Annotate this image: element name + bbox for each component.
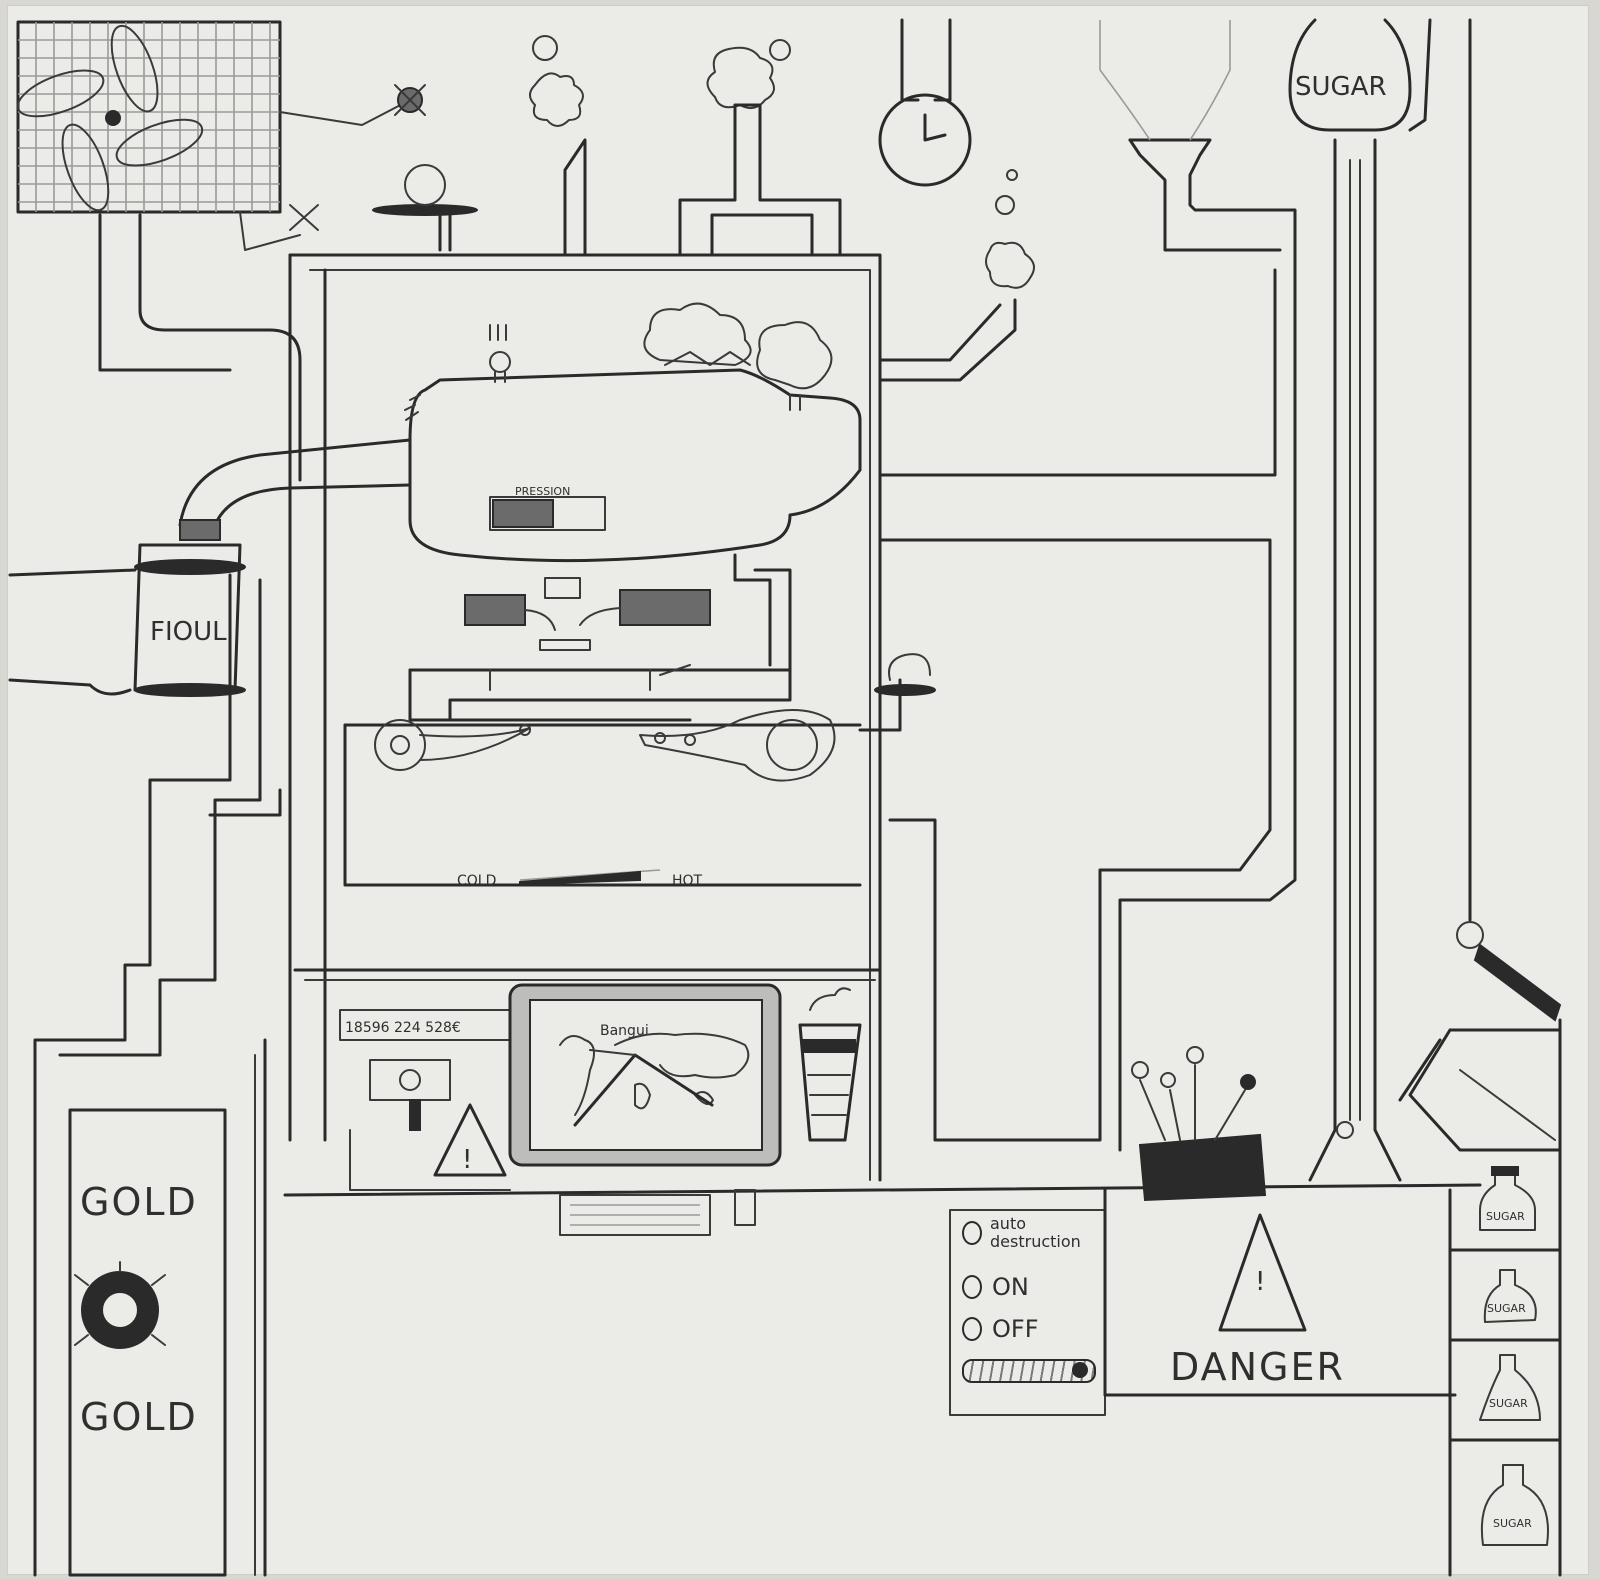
lever-pot xyxy=(1131,1046,1267,1202)
pudding-meter xyxy=(798,987,862,1142)
danger-label: DANGER xyxy=(1170,1345,1345,1389)
auto-destruction-label: auto destruction xyxy=(990,1214,1081,1251)
stair-walls xyxy=(33,268,327,1577)
on-option[interactable]: ON xyxy=(962,1273,1102,1301)
svg-text:!: ! xyxy=(1255,1267,1265,1297)
pressure-label: PRESSION xyxy=(515,485,570,498)
counter-readout: 18596 224 528€ xyxy=(345,1020,461,1036)
radio-icon xyxy=(962,1317,982,1341)
fuel-pipe xyxy=(98,213,412,527)
machinery xyxy=(408,553,792,722)
pressure-gauge-fill xyxy=(492,499,554,528)
small-propellers xyxy=(239,84,478,252)
gold-panel: GOLD GOLD xyxy=(68,1108,227,1577)
radio-icon xyxy=(962,1221,982,1245)
factory-walls xyxy=(288,253,1297,1182)
fan-icon xyxy=(16,24,204,212)
gold-bottom-label: GOLD xyxy=(80,1395,198,1439)
map-city-label: Bangui xyxy=(600,1023,649,1039)
off-label: OFF xyxy=(992,1315,1039,1343)
sugar-shelf xyxy=(1448,1018,1562,1577)
robot-arm xyxy=(1398,921,1562,1152)
clock-icon xyxy=(878,18,972,187)
fuel-tank: FIOUL xyxy=(8,519,246,697)
gold-top-label: GOLD xyxy=(80,1180,198,1224)
off-option[interactable]: OFF xyxy=(962,1315,1102,1343)
temp-cold-label: COLD xyxy=(457,873,496,889)
warning-sign-icon: ! xyxy=(433,1103,507,1177)
temperature-gauge: COLD HOT xyxy=(457,869,703,889)
fuel-tank-label: FIOUL xyxy=(150,617,227,647)
smoke-clouds xyxy=(529,35,1035,289)
gear-spoons xyxy=(343,653,936,887)
chimneys xyxy=(563,103,842,257)
svg-text:!: ! xyxy=(462,1145,472,1175)
temp-hot-label: HOT xyxy=(672,873,703,889)
temperature-fill xyxy=(519,870,641,886)
radio-icon xyxy=(962,1275,982,1299)
danger-triangle-icon: ! xyxy=(1218,1213,1307,1332)
danger-panel: ! DANGER xyxy=(1103,1188,1457,1577)
control-desk: 18596 224 528€ ! Bangui xyxy=(283,968,1482,1236)
fan-grille xyxy=(16,20,282,214)
boiler: PRESSION xyxy=(404,351,862,563)
paper-sheet xyxy=(8,6,1588,1574)
sugar-pipe xyxy=(1308,18,1472,1182)
broccoli-plants xyxy=(489,302,833,411)
sugar-hopper: SUGAR xyxy=(1099,18,1412,272)
mouse xyxy=(734,1189,756,1226)
map-screen: Bangui xyxy=(508,983,782,1167)
keyboard xyxy=(559,1194,711,1236)
on-label: ON xyxy=(992,1273,1029,1301)
power-slider[interactable] xyxy=(962,1359,1096,1383)
slider-knob[interactable] xyxy=(1072,1362,1088,1378)
sugar-hopper-label: SUGAR xyxy=(1295,72,1387,102)
gold-ring-icon xyxy=(74,1261,166,1349)
auto-destruction-option[interactable]: auto destruction xyxy=(962,1215,1102,1251)
